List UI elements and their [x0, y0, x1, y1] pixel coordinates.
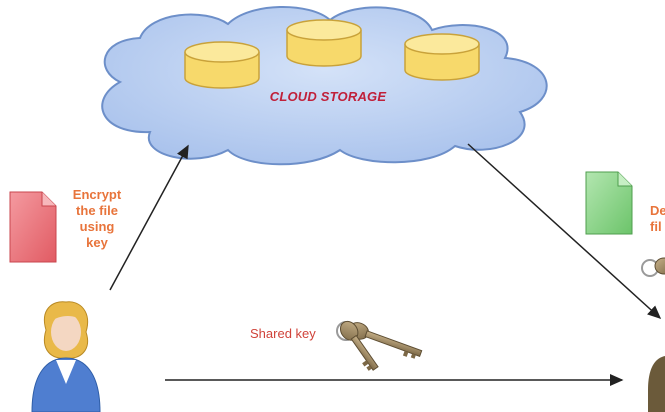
- download-arrow: [467, 143, 662, 320]
- document-icon: [9, 191, 57, 263]
- decrypt-note: De fil: [650, 203, 665, 234]
- shared-key-label: Shared key: [250, 326, 316, 341]
- document-icon: [585, 171, 633, 235]
- upload-arrow: [109, 144, 189, 291]
- user-icon: [648, 356, 665, 412]
- cloud-storage-label: CLOUD STORAGE: [269, 89, 387, 104]
- database-icon: [404, 33, 480, 81]
- encrypt-note: Encrypt the file using key: [72, 187, 122, 250]
- user-icon: [31, 301, 101, 412]
- key-icon: [641, 257, 665, 277]
- database-icon: [184, 41, 260, 89]
- database-icon: [286, 19, 362, 67]
- key-icon: [336, 320, 423, 371]
